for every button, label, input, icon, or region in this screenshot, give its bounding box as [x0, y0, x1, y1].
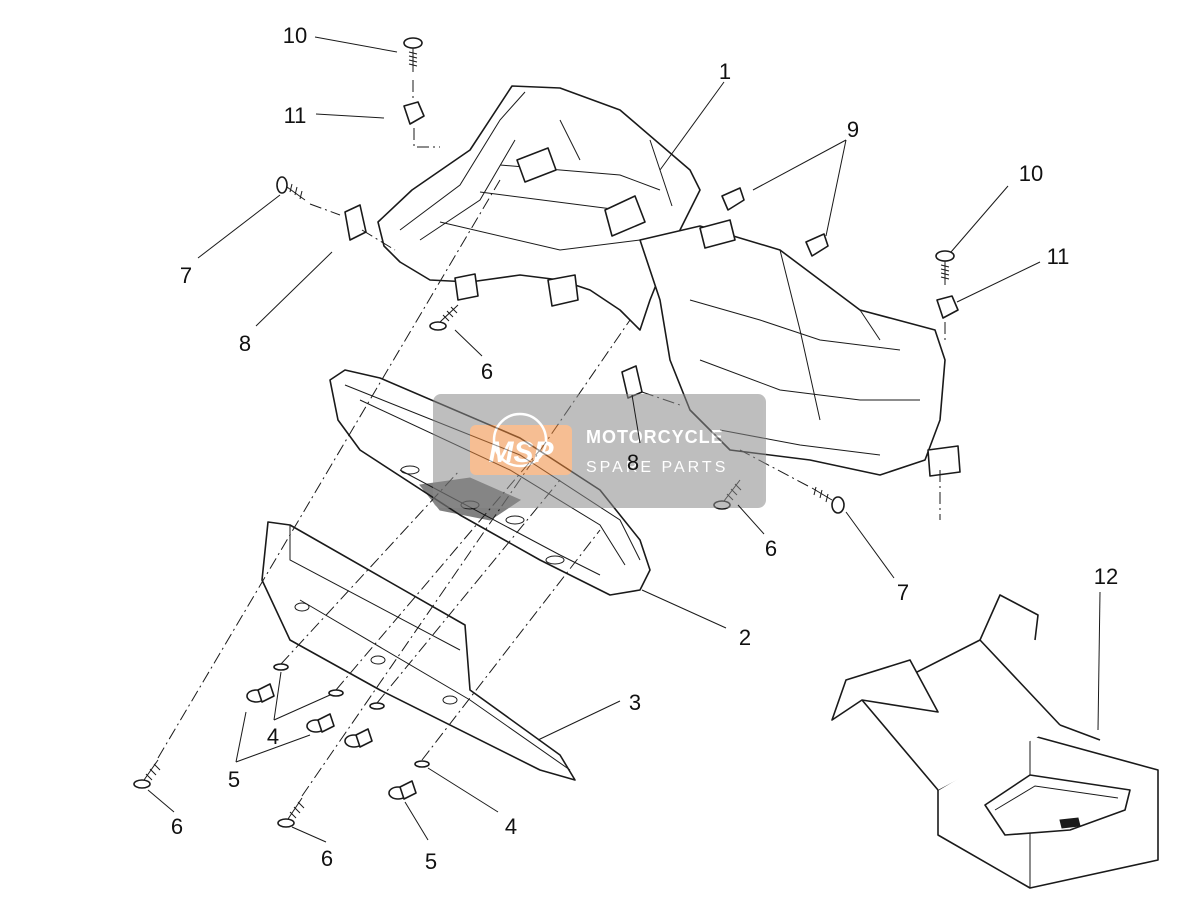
screw-6-lower-left [133, 759, 161, 789]
fasteners [133, 37, 959, 828]
callout-11a: 11 [284, 103, 307, 128]
callout-11b: 11 [1047, 244, 1070, 269]
callout-8b: 8 [627, 450, 639, 475]
screw-10-left [403, 37, 423, 72]
rivet-5-a [246, 683, 275, 703]
callout-6a: 6 [481, 359, 493, 384]
screw-7-left [276, 176, 306, 201]
mounting-bracket [261, 521, 576, 781]
callout-labels: 1 2 3 4 4 5 5 6 6 6 6 7 7 8 8 9 10 10 11… [171, 23, 1118, 874]
screw-7-right [811, 486, 845, 514]
leader-lines [147, 36, 1101, 843]
callout-5b: 5 [425, 849, 437, 874]
callout-4a: 4 [267, 724, 279, 749]
rivet-5-d [388, 780, 417, 800]
callout-6d: 6 [321, 846, 333, 871]
callout-1: 1 [719, 59, 731, 84]
callout-8a: 8 [239, 331, 251, 356]
watermark-logo: MSP [488, 436, 554, 469]
callout-7a: 7 [180, 263, 192, 288]
callout-7b: 7 [897, 580, 909, 605]
washer-4-a [273, 663, 289, 671]
watermark-line1: MOTORCYCLE [586, 427, 724, 447]
callout-6b: 6 [765, 536, 777, 561]
washer-4-d [414, 760, 430, 768]
clip-8-right [621, 365, 643, 399]
screw-6-upper [429, 304, 459, 331]
callout-6c: 6 [171, 814, 183, 839]
rivet-5-b [306, 713, 335, 733]
instrument-kit-box [831, 594, 1159, 889]
clip-8-left [344, 204, 367, 241]
screw-6-lower-mid [277, 797, 305, 828]
callout-4b: 4 [505, 814, 517, 839]
callout-10a: 10 [283, 23, 307, 48]
nut-9-top [721, 187, 745, 211]
globe-icon [492, 412, 548, 468]
callout-5a: 5 [228, 767, 240, 792]
washer-4-c [369, 702, 385, 710]
callout-12: 12 [1094, 564, 1118, 589]
clip-11-right [936, 295, 959, 319]
watermark: MSP MOTORCYCLE SPARE PARTS [433, 394, 766, 508]
clip-11-left [403, 101, 425, 125]
watermark-panel [433, 394, 766, 508]
callout-3: 3 [629, 690, 641, 715]
washer-4-b [328, 689, 344, 697]
watermark-line2: SPARE PARTS [586, 459, 728, 476]
nut-9-bottom [805, 233, 829, 257]
screw-10-right [935, 250, 955, 285]
callout-9: 9 [847, 117, 859, 142]
callout-10b: 10 [1019, 161, 1043, 186]
callout-2: 2 [739, 625, 751, 650]
rivet-5-c [344, 728, 373, 748]
